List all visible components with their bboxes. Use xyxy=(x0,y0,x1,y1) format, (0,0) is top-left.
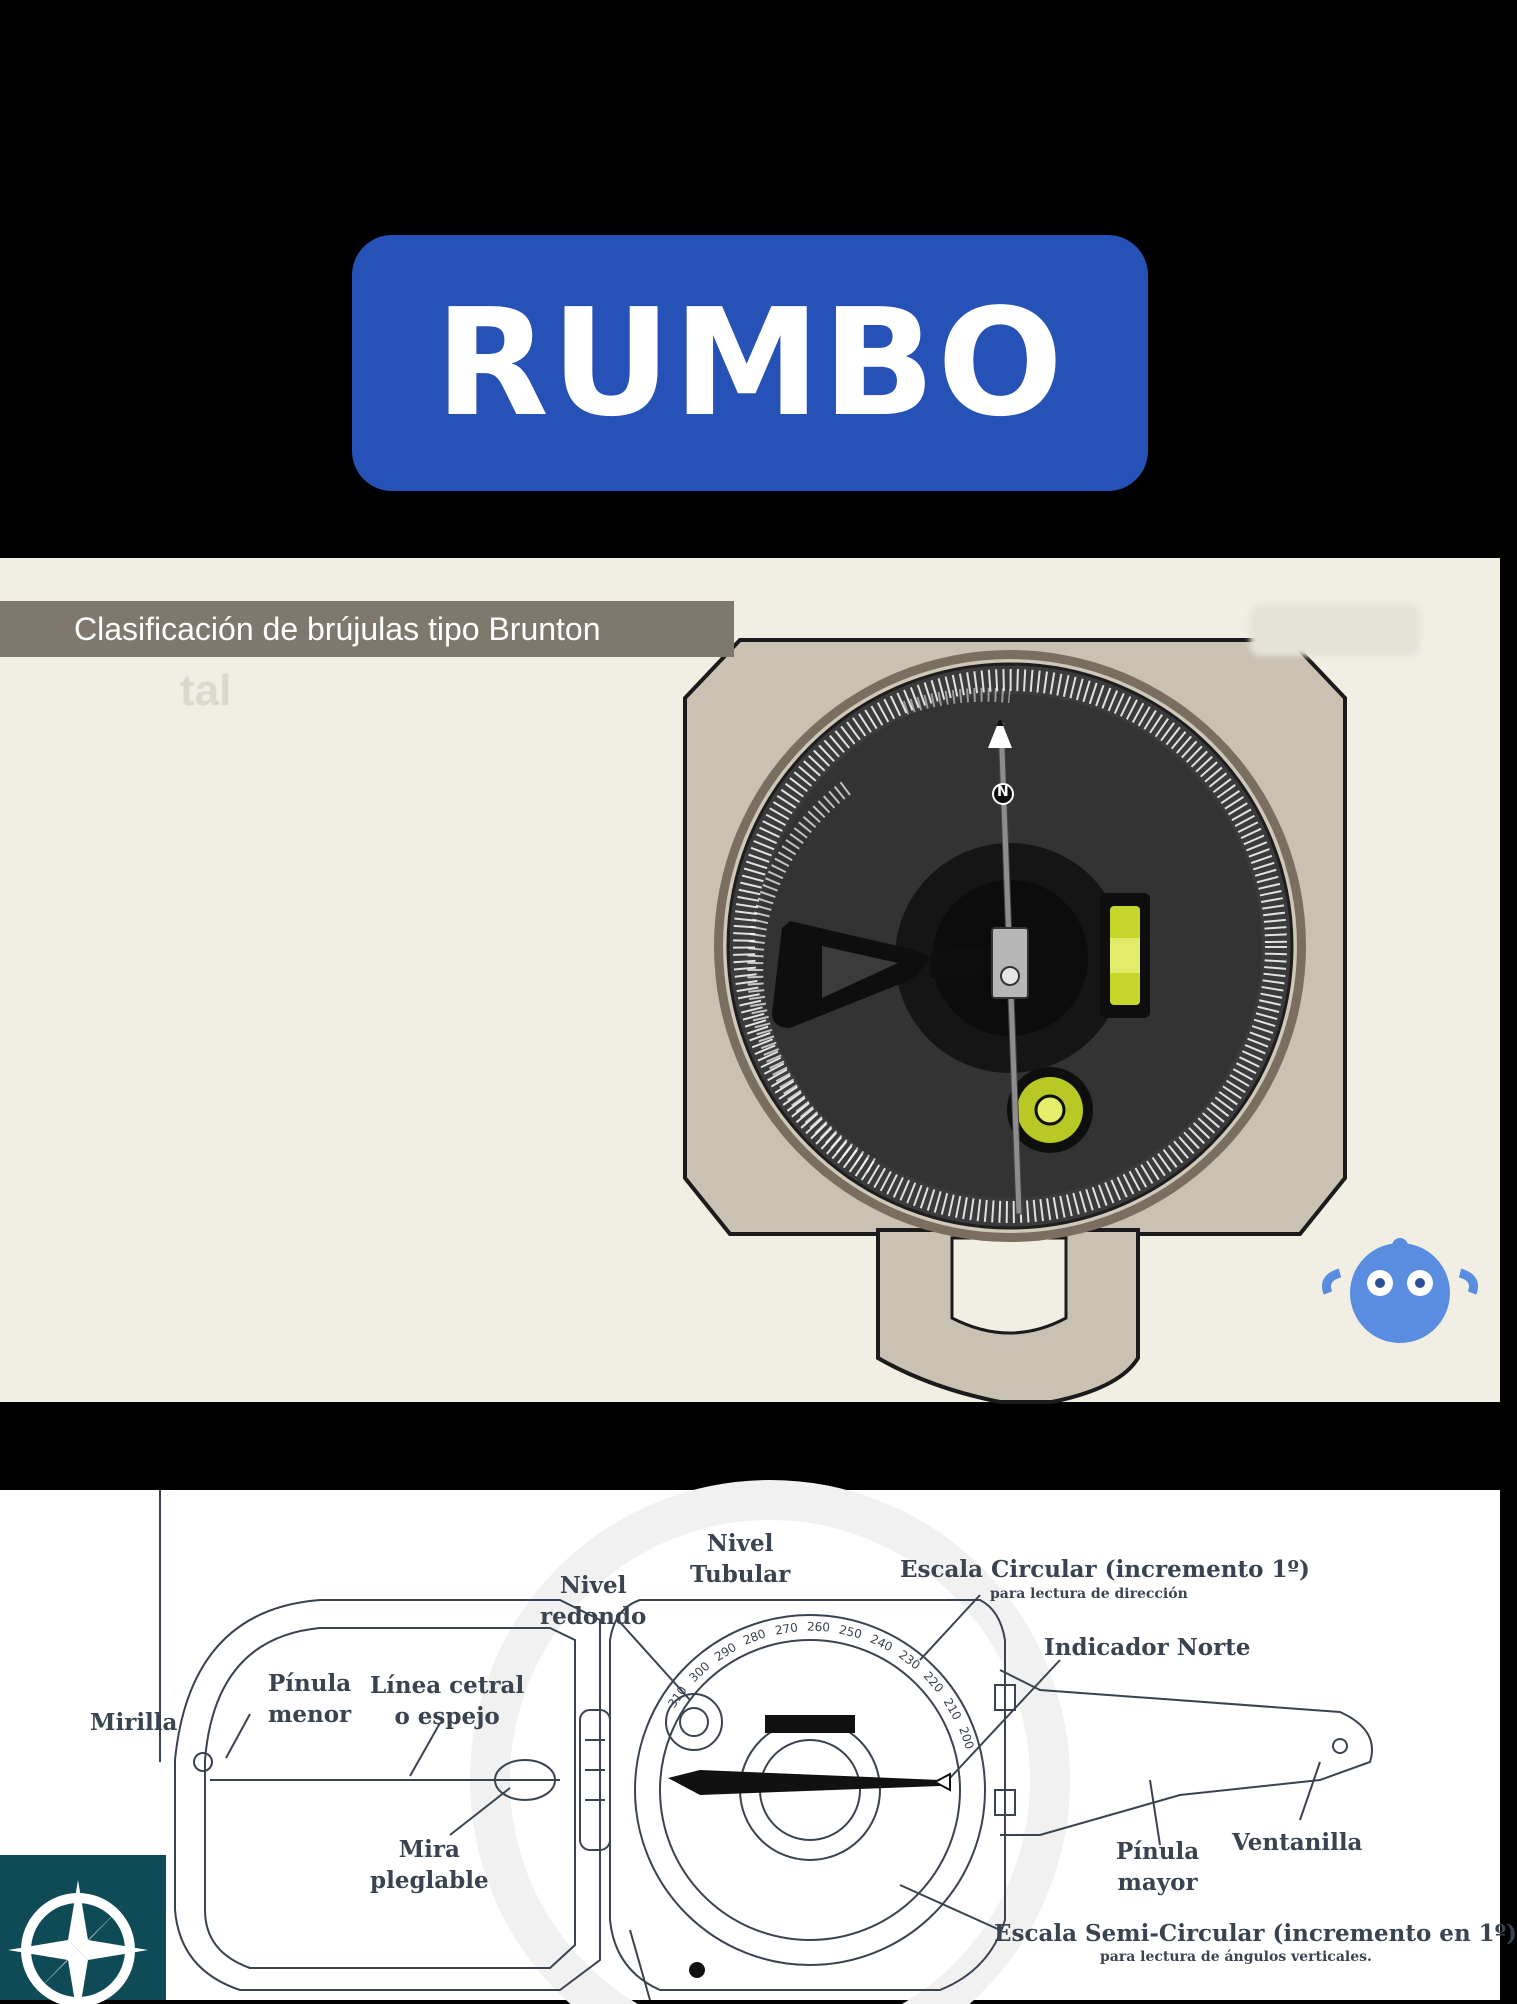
title-badge: RUMBO xyxy=(352,235,1148,491)
brunton-compass-illustration xyxy=(683,638,1478,1404)
compass-rose-icon xyxy=(8,1880,148,2004)
robot-mascot-icon xyxy=(1322,1238,1478,1343)
video-frame: Clasificación de brújulas tipo Brunton t… xyxy=(0,558,1500,1404)
needle-north-label: N xyxy=(997,784,1009,800)
blurred-watermark xyxy=(1250,604,1420,656)
video-ghost-text: tal xyxy=(180,666,232,715)
scale-number: 260 xyxy=(806,1619,831,1635)
label-indicador-norte: Indicador Norte xyxy=(1044,1634,1251,1661)
label-mirilla: Mirilla xyxy=(90,1709,178,1736)
label-escala-circular-sub: para lectura de dirección xyxy=(990,1586,1188,1602)
video-label-banner: Clasificación de brújulas tipo Brunton xyxy=(0,601,734,657)
label-escala-semi: Escala Semi-Circular (incremento en 1º) xyxy=(994,1920,1517,1947)
header-bar: RUMBO xyxy=(0,0,1500,558)
brunton-line-drawing xyxy=(159,1480,1373,2004)
label-escala-circular: Escala Circular (incremento 1º) xyxy=(900,1556,1310,1583)
label-ventanilla: Ventanilla xyxy=(1232,1829,1363,1856)
logo-tile xyxy=(0,1855,166,2004)
label-escala-semi-sub: para lectura de ángulos verticales. xyxy=(1100,1949,1372,1965)
title-text: RUMBO xyxy=(434,277,1066,449)
